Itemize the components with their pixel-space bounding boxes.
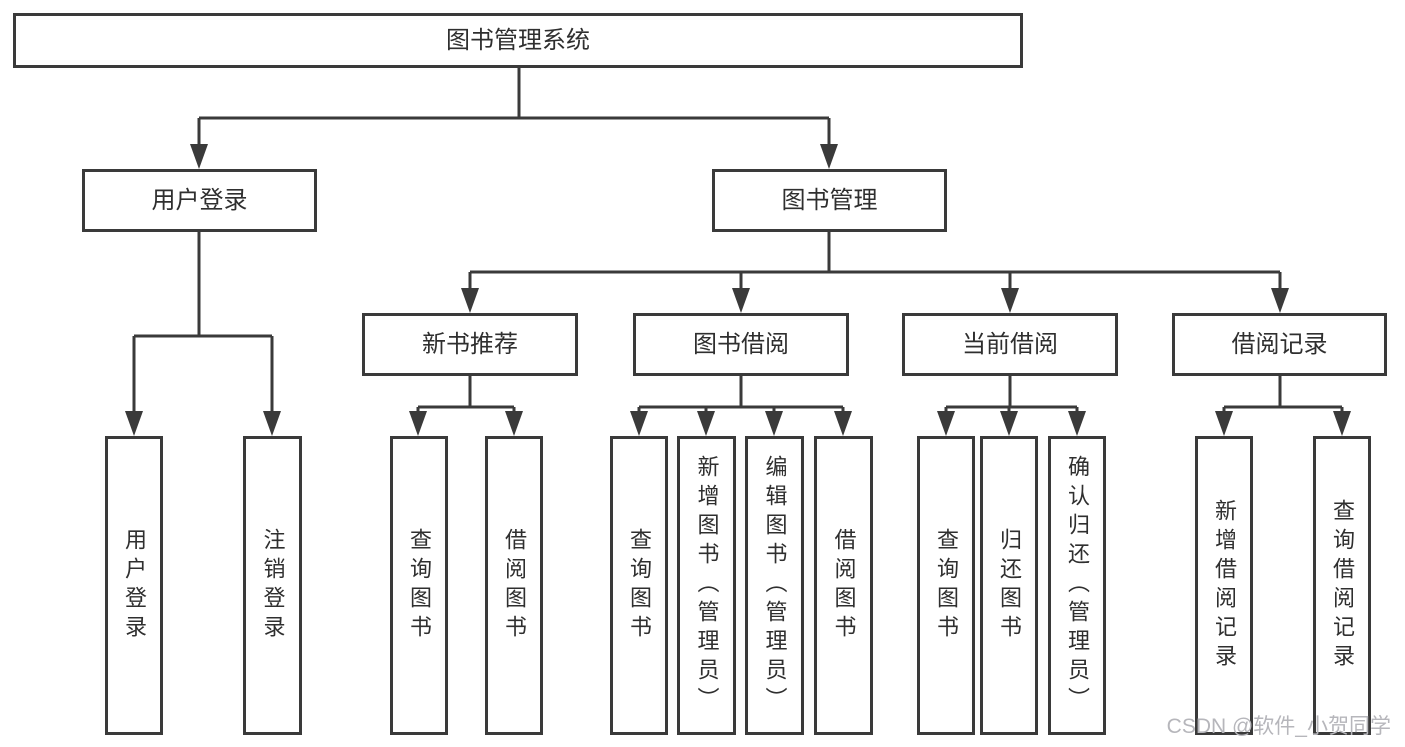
arrowhead (409, 411, 427, 436)
node-label: 图书借阅 (693, 330, 789, 358)
node-borrow-records: 借阅记录 (1172, 313, 1387, 376)
leaf-add-borrow-record: 新增借阅记录 (1195, 436, 1253, 735)
node-label: 归还图书 (997, 527, 1022, 644)
node-label: 编辑图书（管理员） (762, 455, 788, 716)
connector-user-login-branch (125, 232, 281, 436)
arrowhead (1215, 411, 1233, 436)
node-root-system: 图书管理系统 (13, 13, 1023, 68)
arrowhead (820, 144, 838, 169)
node-new-book-recommend: 新书推荐 (362, 313, 578, 376)
connector-book-borrow-branch (630, 376, 852, 436)
arrowhead (937, 411, 955, 436)
arrowhead (461, 288, 479, 313)
csdn-watermark: CSDN @软件_小贺同学 (1166, 715, 1391, 738)
node-label: 查询图书 (934, 527, 959, 644)
arrowhead (732, 288, 750, 313)
leaf-borrow-book: 借阅图书 (814, 436, 873, 735)
arrowhead (190, 144, 208, 169)
node-label: 确认归还（管理员） (1065, 455, 1090, 716)
node-label: 借阅记录 (1231, 330, 1328, 358)
connector-new-book-recommend-branch (409, 376, 523, 436)
node-label: 注销登录 (260, 527, 286, 644)
node-book-management: 图书管理 (712, 169, 947, 232)
node-label: 查询图书 (407, 527, 432, 644)
node-label: 新增图书（管理员） (694, 455, 720, 716)
node-label: 查询图书 (627, 527, 652, 644)
arrowhead (505, 411, 523, 436)
arrowhead (1000, 411, 1018, 436)
leaf-edit-book-admin: 编辑图书（管理员） (745, 436, 804, 735)
node-label: 图书管理 (781, 186, 878, 214)
arrowhead (1068, 411, 1086, 436)
leaf-user-login: 用户登录 (105, 436, 163, 735)
arrowhead (697, 411, 715, 436)
node-book-borrow: 图书借阅 (633, 313, 849, 376)
leaf-query-book-current: 查询图书 (917, 436, 975, 735)
leaf-query-book-recommend: 查询图书 (390, 436, 448, 735)
arrowhead (1333, 411, 1351, 436)
node-label: 用户登录 (151, 186, 248, 214)
connector-current-borrow-branch (937, 376, 1086, 436)
arrowhead (765, 411, 783, 436)
leaf-add-book-admin: 新增图书（管理员） (677, 436, 736, 735)
node-user-login: 用户登录 (82, 169, 317, 232)
leaf-return-book: 归还图书 (980, 436, 1038, 735)
connector-root-to-level2 (190, 68, 838, 169)
node-current-borrow: 当前借阅 (902, 313, 1118, 376)
arrowhead (1001, 288, 1019, 313)
arrowhead (125, 411, 143, 436)
node-label: 查询借阅记录 (1330, 498, 1355, 673)
leaf-query-book-borrow: 查询图书 (610, 436, 668, 735)
leaf-confirm-return-admin: 确认归还（管理员） (1048, 436, 1106, 735)
connector-book-management-branch (461, 232, 1289, 313)
node-label: 借阅图书 (831, 527, 857, 644)
node-label: 当前借阅 (962, 330, 1058, 358)
connector-borrow-records-branch (1215, 376, 1351, 436)
node-label: 图书管理系统 (446, 26, 590, 54)
node-label: 用户登录 (122, 527, 147, 644)
node-label: 新增借阅记录 (1212, 498, 1237, 673)
arrowhead (630, 411, 648, 436)
leaf-logout: 注销登录 (243, 436, 302, 735)
arrowhead (834, 411, 852, 436)
arrowhead (1271, 288, 1289, 313)
node-label: 新书推荐 (422, 330, 518, 358)
leaf-query-borrow-record: 查询借阅记录 (1313, 436, 1371, 735)
node-label: 借阅图书 (502, 527, 527, 644)
arrowhead (263, 411, 281, 436)
leaf-borrow-book-recommend: 借阅图书 (485, 436, 543, 735)
